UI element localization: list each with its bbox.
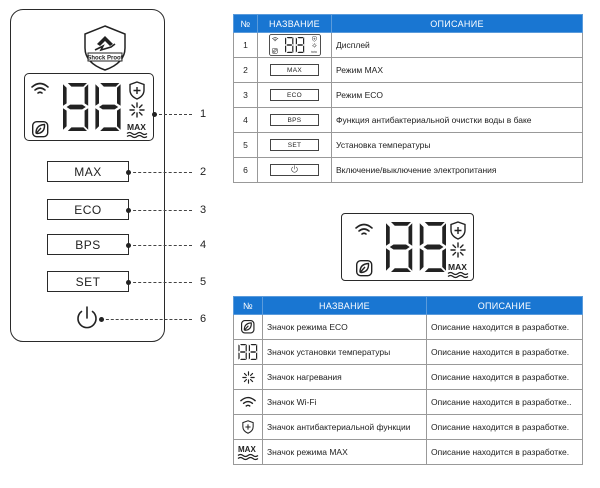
antibacterial-shield-icon xyxy=(129,81,145,100)
power-button[interactable] xyxy=(73,305,101,333)
callout-line xyxy=(152,112,192,117)
bps-button-thumbnail: BPS xyxy=(270,114,319,126)
main-display: MAX xyxy=(24,73,154,141)
max-mode-icon: MAX xyxy=(237,445,259,460)
power-icon xyxy=(291,165,298,173)
callout-number: 1 xyxy=(199,108,207,120)
table-row: 5 SET Установка температуры xyxy=(233,132,583,158)
bps-button[interactable]: BPS xyxy=(47,234,129,255)
heating-icon xyxy=(450,242,466,258)
callout-line xyxy=(126,170,192,175)
display-detail: MAX xyxy=(341,213,474,281)
wifi-icon xyxy=(240,396,256,407)
temperature-digits-icon xyxy=(238,344,258,360)
svg-text:MAX: MAX xyxy=(238,445,256,454)
icons-table: № НАЗВАНИЕ ОПИСАНИЕ Значок режима ECO Оп… xyxy=(233,296,583,465)
header-desc: ОПИСАНИЕ xyxy=(426,296,583,315)
callout-line xyxy=(126,208,192,213)
temperature-digits xyxy=(63,83,121,131)
header-name: НАЗВАНИЕ xyxy=(257,14,332,33)
callout-number: 6 xyxy=(199,313,207,325)
antibacterial-shield-icon xyxy=(242,420,254,434)
power-button-thumbnail xyxy=(270,164,319,176)
table-row: 4 BPS Функция антибактериальной очистки … xyxy=(233,107,583,133)
table-row: 3 ECO Режим ECO xyxy=(233,82,583,108)
wifi-icon xyxy=(31,82,49,94)
callout-line xyxy=(126,280,192,285)
table-row: 6 Включение/выключение электропитания xyxy=(233,157,583,183)
shock-proof-logo: Shock Proof xyxy=(84,25,126,71)
table-row: Значок антибактериальной функции Описани… xyxy=(233,414,583,440)
callout-line xyxy=(126,243,192,248)
waves-icon xyxy=(447,271,469,279)
table-row: 1 Дисплей xyxy=(233,32,583,58)
header-num: № xyxy=(233,14,258,33)
eco-leaf-icon xyxy=(241,320,255,334)
callout-number: 2 xyxy=(199,166,207,178)
waves-icon xyxy=(126,131,148,139)
header-desc: ОПИСАНИЕ xyxy=(331,14,583,33)
callout-number: 3 xyxy=(199,204,207,216)
temperature-digits xyxy=(386,222,446,272)
max-button-thumbnail: MAX xyxy=(270,64,319,76)
heating-icon xyxy=(241,370,255,384)
max-label: MAX xyxy=(448,262,467,272)
eco-button-thumbnail: ECO xyxy=(270,89,319,101)
controls-table: № НАЗВАНИЕ ОПИСАНИЕ 1 Дисплей 2 xyxy=(233,14,583,183)
callout-number: 4 xyxy=(199,239,207,251)
max-label: MAX xyxy=(127,122,146,132)
table-row: Значок установки температуры Описание на… xyxy=(233,339,583,365)
table-row: 2 MAX Режим MAX xyxy=(233,57,583,83)
max-button[interactable]: MAX xyxy=(47,161,129,182)
heating-icon xyxy=(129,102,145,118)
header-num: № xyxy=(233,296,263,315)
antibacterial-shield-icon xyxy=(450,221,466,240)
callout-line xyxy=(99,317,192,322)
eco-button[interactable]: ECO xyxy=(47,199,129,220)
logo-text: Shock Proof xyxy=(87,56,123,62)
wifi-icon xyxy=(355,223,373,235)
eco-leaf-icon xyxy=(356,260,373,277)
table-row: MAX Значок режима MAX Описание находится… xyxy=(233,439,583,465)
table-row: Значок нагревания Описание находится в р… xyxy=(233,364,583,390)
header-name: НАЗВАНИЕ xyxy=(262,296,427,315)
callout-number: 5 xyxy=(199,276,207,288)
set-button[interactable]: SET xyxy=(47,271,129,292)
set-button-thumbnail: SET xyxy=(270,139,319,151)
table-row: Значок режима ECO Описание находится в р… xyxy=(233,314,583,340)
display-thumbnail xyxy=(268,34,321,56)
table-row: Значок Wi-Fi Описание находится в разраб… xyxy=(233,389,583,415)
eco-leaf-icon xyxy=(32,120,49,138)
